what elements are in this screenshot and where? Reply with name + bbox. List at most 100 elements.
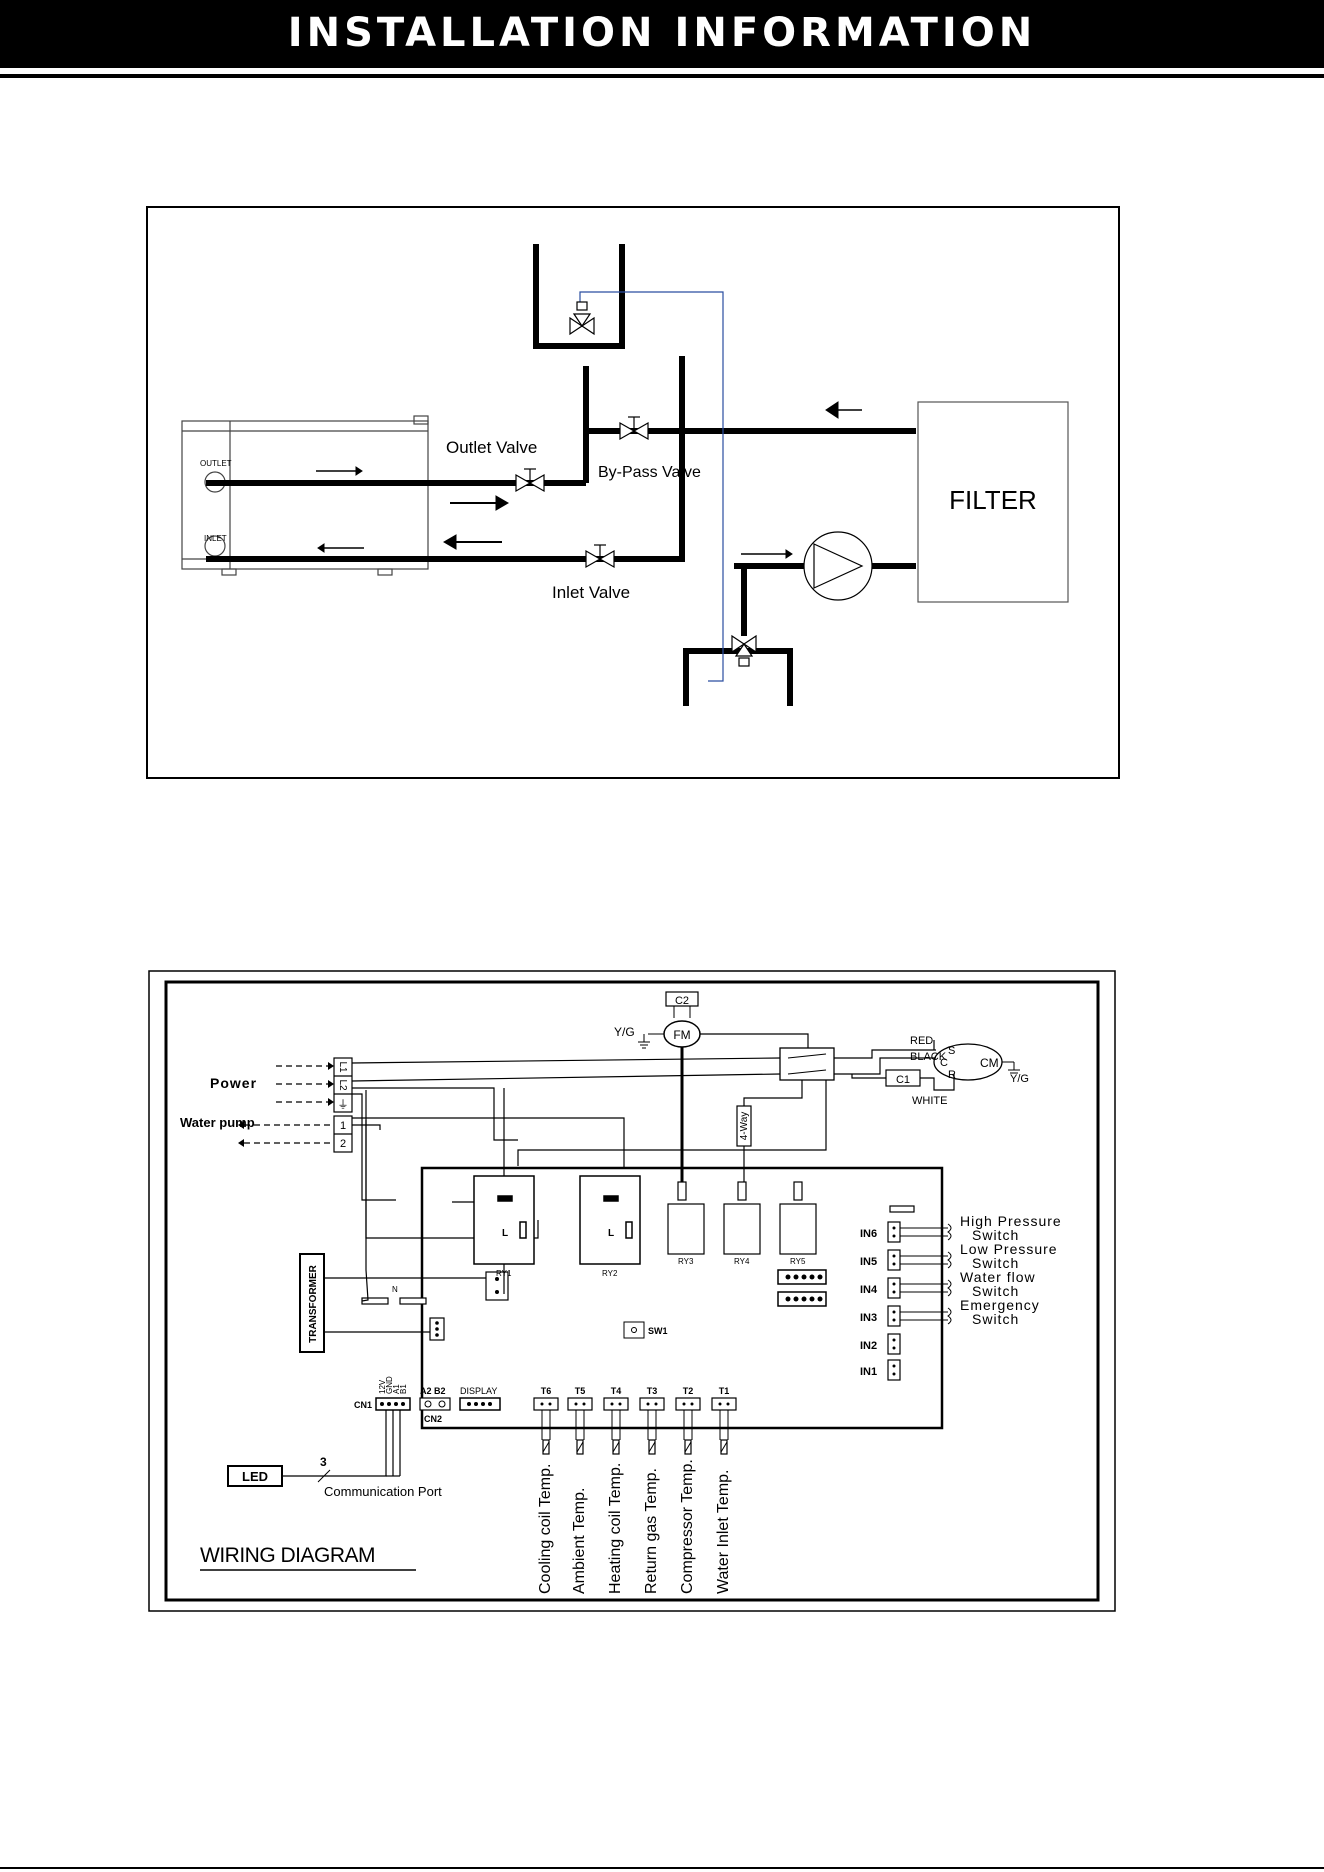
switch-label-line1: Low Pressure [960,1241,1058,1257]
input-pin [892,1226,896,1230]
ry1-aux-connector [485,1271,509,1301]
sensor-port-t6 [533,1397,559,1411]
switch-label-line2: Switch [972,1227,1019,1243]
display-connector [459,1397,501,1411]
three-way-valve-bottom [731,634,757,667]
compressor-yg-label: Y/G [1010,1073,1029,1085]
cn1-pin [387,1402,391,1406]
c2-label: C2 [675,995,689,1007]
c1-label: C1 [896,1074,910,1086]
sw1-button[interactable] [623,1321,645,1339]
cn1-label: CN1 [354,1400,372,1410]
input-connector-in6 [887,1221,901,1243]
c2-capacitor [665,991,699,1007]
sensor-probe-mark [684,1441,692,1453]
wiring-diagram: L1 L2 ⏚ 1 2 Power Water pump C2 FM Y/G C… [148,970,1116,1612]
water-pump-label: Water pump [180,1115,255,1130]
input-connector-in4 [887,1277,901,1299]
input-pin [892,1338,896,1342]
filter-label: FILTER [949,485,1037,515]
sensor-port-label-t4: T4 [611,1386,622,1396]
cn1-pin [401,1402,405,1406]
sensor-pin [646,1402,650,1406]
transformer-label: TRANSFORMER [308,1264,319,1343]
incoming-lines [244,1065,330,1144]
switch-contact [947,1279,952,1297]
sensor-label: Water Inlet Temp. [715,1470,732,1595]
switch-contact [947,1251,952,1269]
sensor-pin [726,1402,730,1406]
relay-ry2-l: L [608,1228,614,1239]
sensor-label: Ambient Temp. [571,1488,588,1594]
display-pin [467,1402,471,1406]
input-connector-in3 [887,1305,901,1327]
cn2-pin [424,1400,432,1408]
terminal-l1: L1 [337,1061,348,1073]
four-way-label: 4-Way [739,1112,750,1141]
compressor-s: S [948,1045,955,1057]
incoming-arrowheads [238,1062,334,1147]
fan-yg-label: Y/G [614,1025,635,1039]
input-pin [892,1346,896,1350]
ry5-connector-a [777,1269,827,1285]
sensor-label: Compressor Temp. [679,1459,696,1594]
input-pin [892,1290,896,1294]
relay-ry3-label: RY3 [678,1257,694,1266]
cn2-label: CN2 [424,1414,442,1424]
sensor-pin [548,1402,552,1406]
sensor-pin [690,1402,694,1406]
flow-arrows [316,401,862,559]
n-terminal-right [399,1297,427,1305]
compressor-r: R [948,1069,956,1081]
board-connector-pins [495,1274,823,1302]
input-pin [892,1282,896,1286]
ry5-connector-b [777,1291,827,1307]
switch-label-line1: Water flow [960,1269,1036,1285]
switch-contact [947,1223,952,1241]
input-pin [892,1262,896,1266]
power-terminal-block [333,1057,353,1153]
input-label-in6: IN6 [860,1228,877,1240]
input-connector-in1 [887,1359,901,1381]
relay-ry5-label: RY5 [790,1257,806,1266]
n-wire [361,1120,369,1302]
input-pin [892,1254,896,1258]
white-wire-label: WHITE [912,1095,947,1107]
a2b2-label: A2 B2 [420,1386,446,1396]
switch-label-line2: Switch [972,1255,1019,1271]
four-way-valve [736,1105,752,1147]
display-pin [474,1402,478,1406]
footer-rule [0,1867,1324,1869]
red-wire-label: RED [910,1035,933,1047]
relay-ry4-pin [737,1181,747,1201]
input-pin [892,1364,896,1368]
sensor-label: Return gas Temp. [643,1468,660,1594]
relay-ry4 [723,1203,761,1255]
sensor-pin [654,1402,658,1406]
sensor-port-label-t6: T6 [541,1386,552,1396]
cn1-pin [380,1402,384,1406]
sensor-pin [610,1402,614,1406]
terminal-ground: ⏚ [338,1098,349,1111]
fan-motor-label: FM [673,1028,690,1042]
input-label-in2: IN2 [860,1340,877,1352]
sensor-probe-mark [576,1441,584,1453]
n-terminal-left [361,1297,389,1305]
black-wire-label: BLACK [910,1051,947,1063]
compressor-c: C [940,1057,948,1069]
sensor-probe-mark [542,1441,550,1453]
contactor [779,1047,835,1081]
compressor-label: CM [980,1056,999,1070]
sensor-port-label-t2: T2 [683,1386,694,1396]
switch-label-line2: Switch [972,1283,1019,1299]
pump-icon [803,531,873,601]
plumbing-diagram: OUTLET INLET [146,206,1120,779]
display-pin [488,1402,492,1406]
switch-contact [947,1307,952,1325]
power-label: Power [210,1075,257,1091]
cn1-pin-label: GND [385,1376,394,1394]
relay-ry4-label: RY4 [734,1257,750,1266]
input-pin [892,1318,896,1322]
sensor-pin [540,1402,544,1406]
unit-outlet-label: OUTLET [200,459,232,468]
